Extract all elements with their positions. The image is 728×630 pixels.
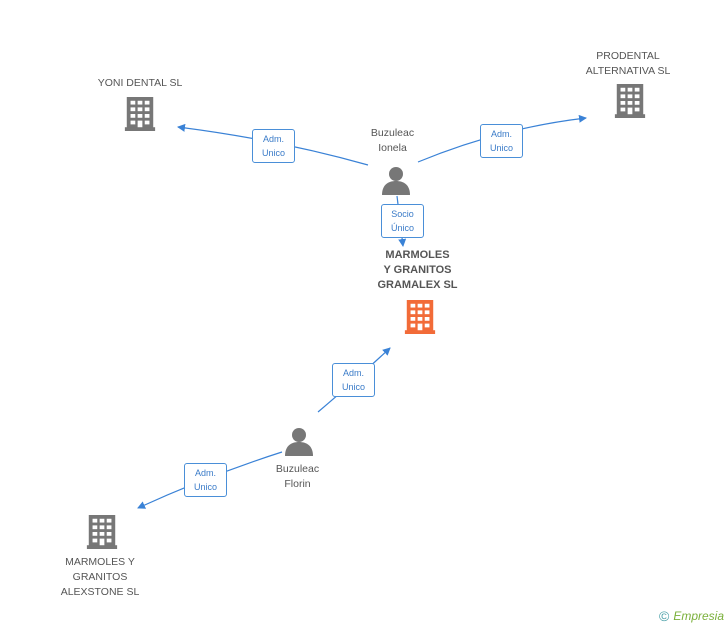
edge-label-ionela-main: Socio Único bbox=[381, 204, 424, 238]
main-building-icon[interactable] bbox=[404, 300, 436, 334]
edge-label-florin-main: Adm. Unico bbox=[332, 363, 375, 397]
alexstone-building-icon[interactable] bbox=[86, 515, 118, 549]
edge-label-ionela-prodental: Adm. Unico bbox=[480, 124, 523, 158]
node-label-yoni[interactable]: YONI DENTAL SL bbox=[97, 77, 183, 89]
edge-label-ionela-yoni: Adm. Unico bbox=[252, 129, 295, 163]
node-label-ionela[interactable]: Buzuleac Ionela bbox=[370, 127, 415, 154]
yoni-building-icon[interactable] bbox=[124, 97, 156, 131]
footer-brand[interactable]: © Empresia bbox=[659, 608, 724, 624]
node-label-florin[interactable]: Buzuleac Florin bbox=[275, 463, 320, 490]
node-label-prodental[interactable]: PRODENTAL ALTERNATIVA SL bbox=[585, 50, 671, 77]
prodental-building-icon[interactable] bbox=[614, 84, 646, 118]
ionela-person-icon[interactable] bbox=[382, 167, 410, 195]
edge-label-florin-alexstone: Adm. Unico bbox=[184, 463, 227, 497]
florin-person-icon[interactable] bbox=[285, 428, 313, 456]
brand-name: Empresia bbox=[673, 609, 724, 623]
copyright-icon: © bbox=[658, 608, 670, 624]
node-label-main[interactable]: MARMOLES Y GRANITOS GRAMALEX SL bbox=[377, 249, 458, 291]
node-label-alexstone[interactable]: MARMOLES Y GRANITOS ALEXSTONE SL bbox=[60, 556, 140, 598]
